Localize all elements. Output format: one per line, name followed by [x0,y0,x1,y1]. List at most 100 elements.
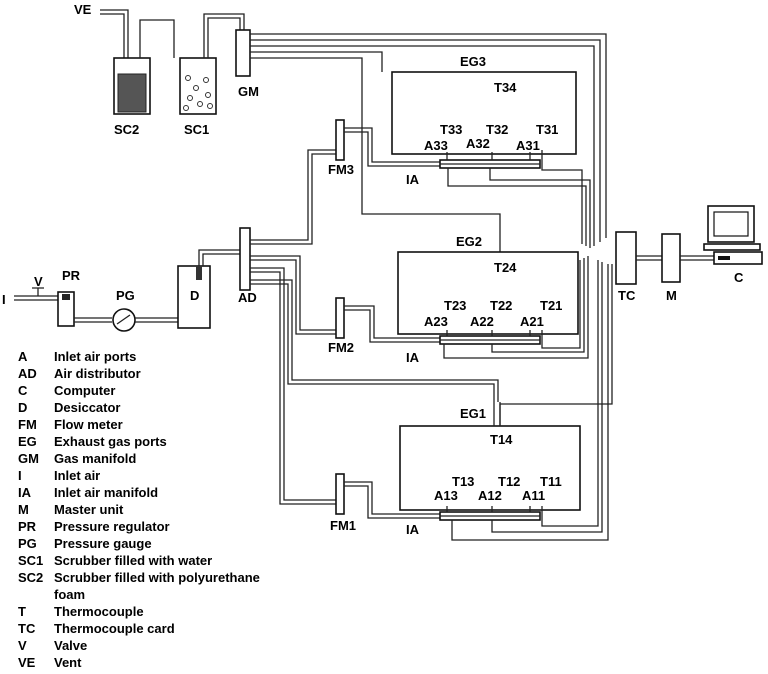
scrubber-sc2 [113,19,175,115]
legend-desc: Air distributor [54,366,141,381]
inlet-line [14,287,58,301]
legend-abbr: GM [18,451,39,466]
label-t22: T22 [490,298,512,313]
flow-meter-3 [335,119,440,167]
computer [703,205,763,265]
label-fm3: FM3 [328,162,354,177]
legend-abbr: SC2 [18,570,44,585]
legend-row-ad: AD Air distributor [18,365,260,382]
legend-row-t: T Thermocouple [18,603,260,620]
pressure-regulator [57,291,75,327]
legend-row-pr: PR Pressure regulator [18,518,260,535]
label-a22: A22 [470,314,494,329]
legend-abbr: PG [18,536,37,551]
legend-abbr: TC [18,621,36,636]
gas-manifold [235,29,607,252]
label-ia3: IA [406,172,420,187]
label-tc: TC [618,288,636,303]
legend-desc: Scrubber filled with polyurethane foam [54,570,260,602]
legend-row-m: M Master unit [18,501,260,518]
legend-abbr: D [18,400,28,415]
label-t11: T11 [540,474,562,489]
legend-row-sc1: SC1 Scrubber filled with water [18,552,260,569]
label-t12: T12 [498,474,520,489]
label-t21: T21 [540,298,562,313]
legend-row-a: A Inlet air ports [18,348,260,365]
legend-abbr: SC1 [18,553,44,568]
desiccator [177,265,211,329]
air-distributor [239,149,499,505]
legend-desc: Pressure regulator [54,519,170,534]
label-t14: T14 [490,432,513,447]
legend-abbr: A [18,349,28,364]
label-eg2: EG2 [456,234,482,249]
label-ve: VE [74,2,92,17]
label-a13: A13 [434,488,458,503]
legend-desc: Gas manifold [54,451,137,466]
label-pr: PR [62,268,81,283]
label-gm: GM [238,84,259,99]
legend-desc: Vent [54,655,82,670]
legend-desc: Computer [54,383,116,398]
legend-abbr: EG [18,434,37,449]
line-m-c [680,255,716,261]
legend-abbr: PR [18,519,37,534]
label-t24: T24 [494,260,517,275]
label-c: C [734,270,744,285]
flow-meter-2 [335,297,440,343]
label-t34: T34 [494,80,517,95]
legend-row-sc2: SC2 Scrubber filled with polyurethane foa… [18,569,260,603]
legend-desc: Master unit [54,502,124,517]
label-t23: T23 [444,298,466,313]
label-a32: A32 [466,136,490,151]
label-m: M [666,288,677,303]
legend-desc: Valve [54,638,88,653]
legend-desc: Scrubber filled with water [54,553,213,568]
label-i: I [2,292,6,307]
legend-desc: Flow meter [54,417,123,432]
label-ad: AD [238,290,257,305]
label-ia1: IA [406,522,420,537]
legend-abbr: AD [18,366,37,381]
label-t32: T32 [486,122,508,137]
label-a31: A31 [516,138,540,153]
legend-desc: Desiccator [54,400,121,415]
legend-row-d: D Desiccator [18,399,260,416]
label-a11: A11 [522,488,545,503]
legend-desc: Pressure gauge [54,536,152,551]
legend-desc: Thermocouple card [54,621,175,636]
line-pr-pg [74,317,112,323]
label-fm2: FM2 [328,340,354,355]
label-ia2: IA [406,350,420,365]
line-d-ad [198,249,240,266]
label-fm1: FM1 [330,518,356,533]
label-a21: A21 [520,314,544,329]
pressure-gauge [112,308,136,332]
legend-desc: Inlet air manifold [54,485,159,500]
label-t13: T13 [452,474,474,489]
legend-desc: Inlet air [54,468,101,483]
chamber-2 [397,251,589,359]
legend-abbr: VE [18,655,36,670]
legend-abbr: M [18,502,29,517]
line-tc-m [636,255,662,261]
legend-desc: Thermocouple [54,604,144,619]
vent-line [100,9,129,58]
legend-row-gm: GM Gas manifold [18,450,260,467]
legend-abbr: I [18,468,22,483]
legend-abbr: T [18,604,26,619]
label-a33: A33 [424,138,448,153]
label-eg1: EG1 [460,406,486,421]
legend-row-pg: PG Pressure gauge [18,535,260,552]
line-pg-d [135,317,180,323]
chamber-1 [399,260,613,541]
label-v: V [34,274,43,289]
legend-row-fm: FM Flow meter [18,416,260,433]
legend-abbr: FM [18,417,37,432]
legend-desc: Inlet air ports [54,349,137,364]
